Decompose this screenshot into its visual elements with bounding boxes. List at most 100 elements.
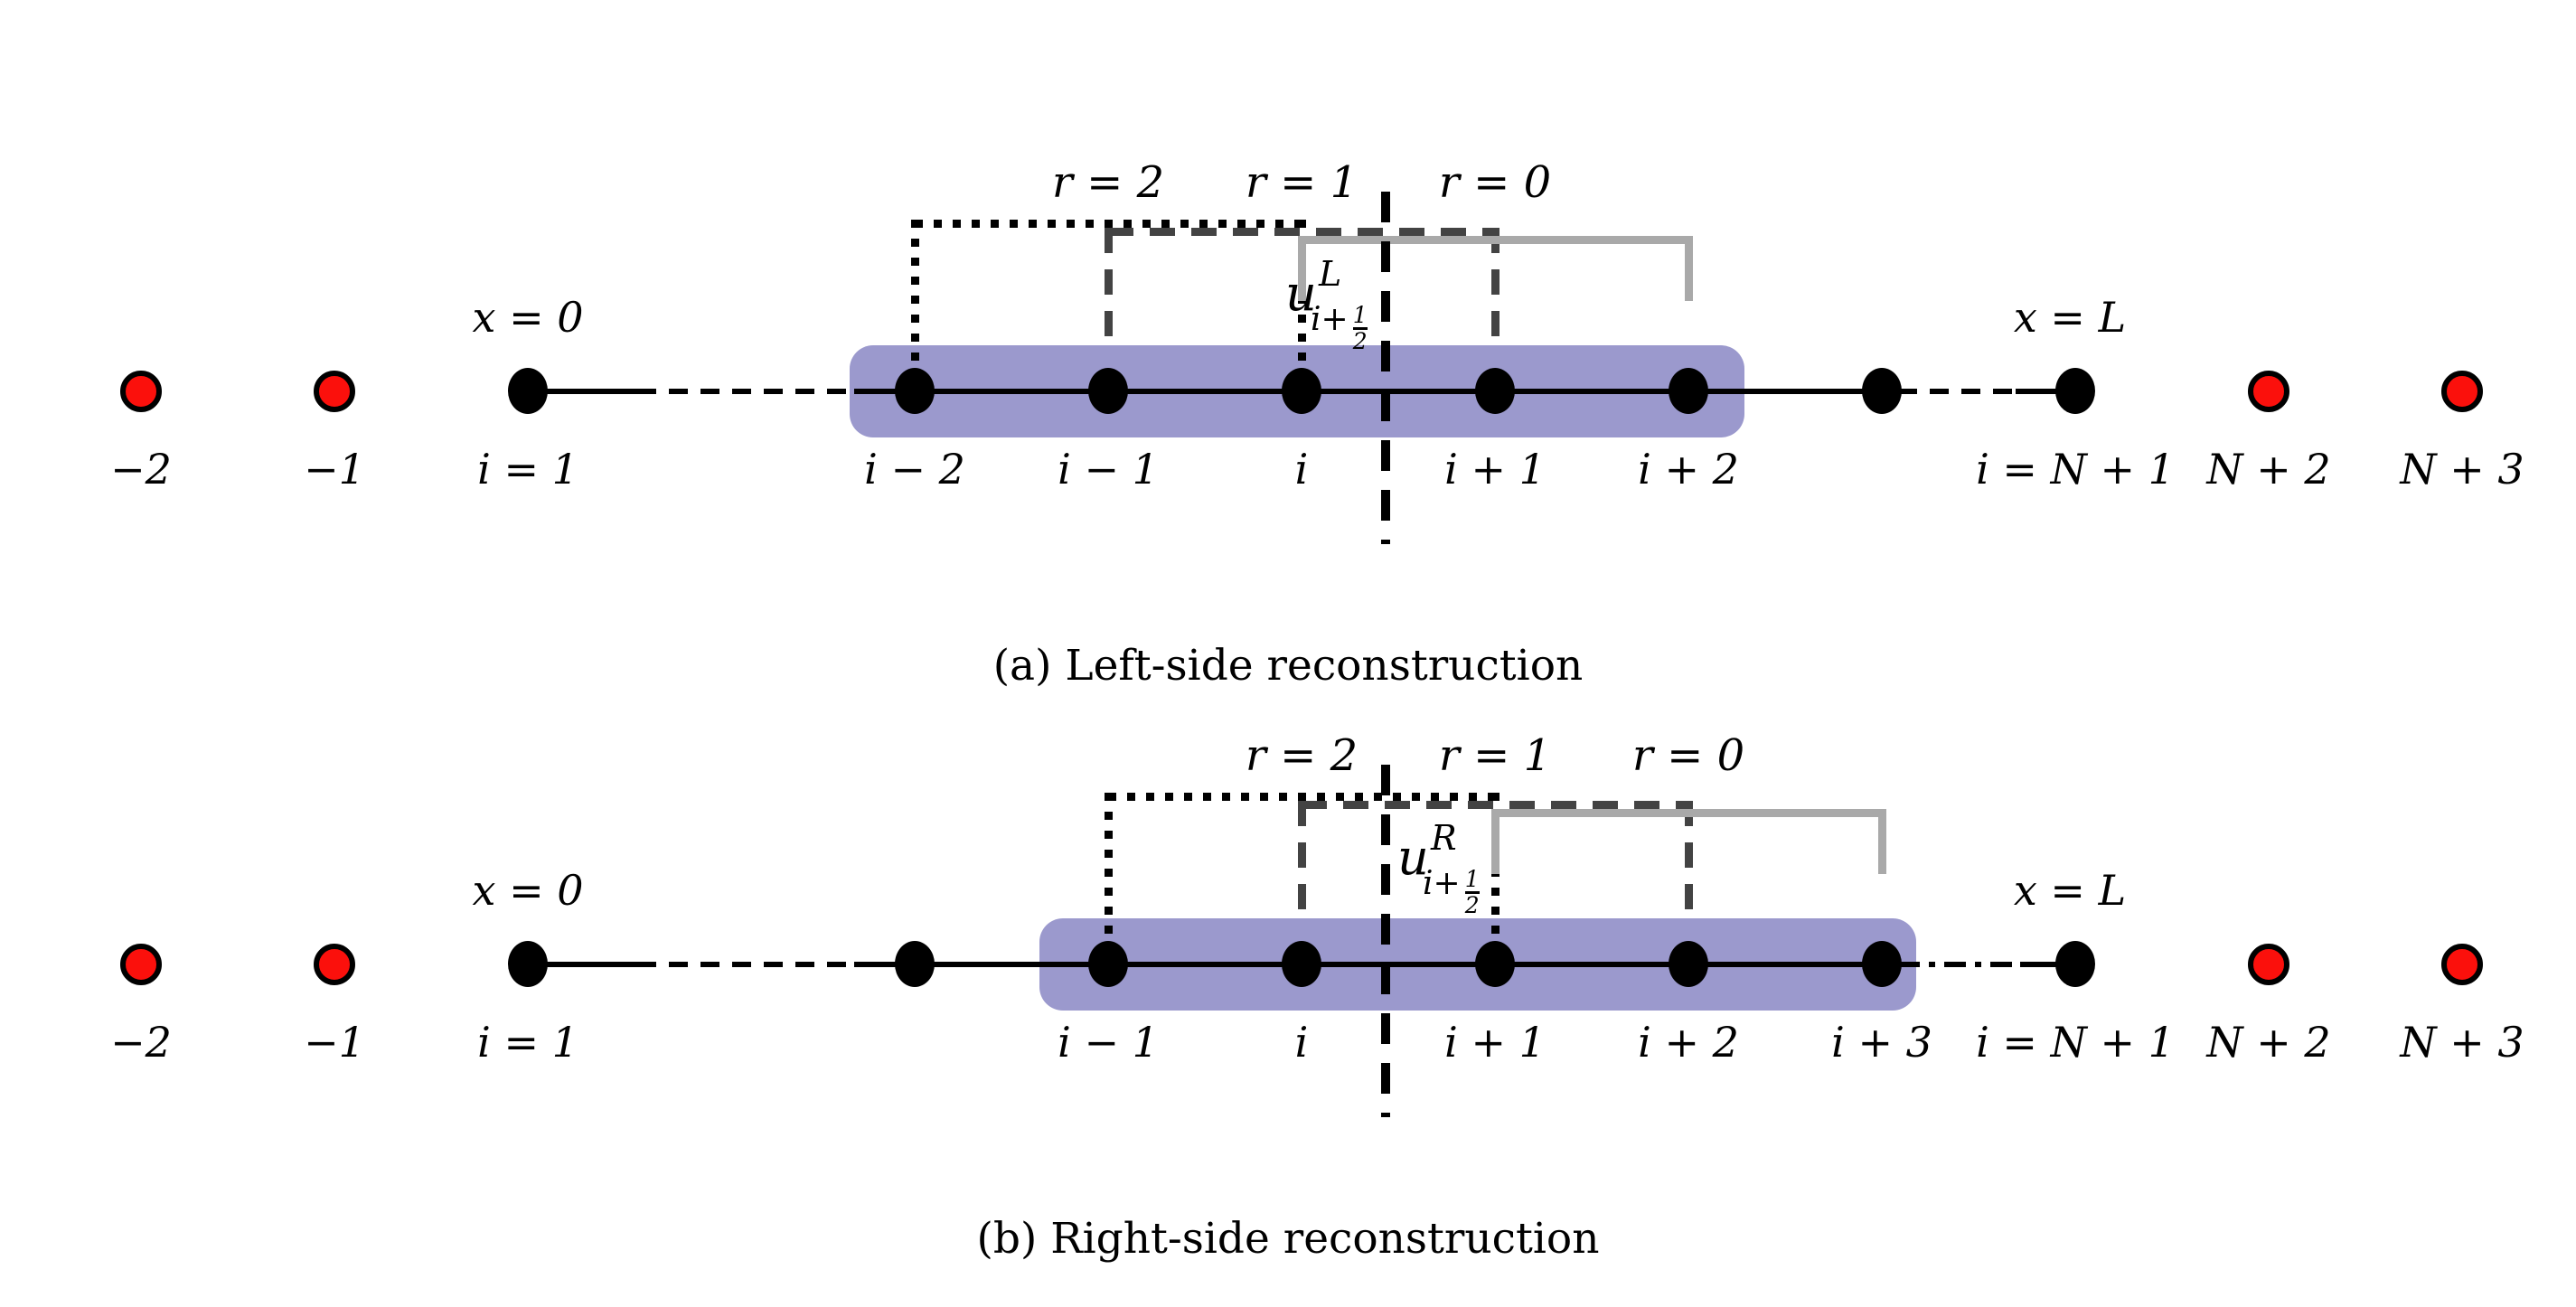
interface-value-superscript: L bbox=[1319, 254, 1342, 294]
node-label: i bbox=[1294, 445, 1309, 494]
grid-node bbox=[2055, 368, 2095, 414]
node-label: i = 1 bbox=[477, 1018, 578, 1067]
grid-node bbox=[1862, 941, 1902, 987]
node-label: N + 2 bbox=[2206, 445, 2331, 494]
stencil-r1-bracket-left-leg bbox=[1105, 228, 1113, 338]
node-label: i − 2 bbox=[864, 445, 965, 494]
domain-left-boundary-label: x = 0 bbox=[472, 293, 584, 342]
node-label: i + 2 bbox=[1638, 445, 1739, 494]
stencil-r2-bracket-right-leg bbox=[1491, 793, 1500, 964]
node-label: i + 2 bbox=[1638, 1018, 1739, 1067]
node-label: N + 2 bbox=[2206, 1018, 2331, 1067]
stencil-label-r0: r = 0 bbox=[1438, 157, 1552, 208]
domain-right-boundary-label: x = L bbox=[2013, 866, 2127, 915]
node-label: i − 1 bbox=[1058, 445, 1159, 494]
stencil-r2-bracket-top bbox=[915, 220, 1305, 228]
node-label: i = N + 1 bbox=[1976, 445, 2175, 494]
fraction-denominator: 2 bbox=[1352, 327, 1368, 355]
grid-line-segment bbox=[2016, 389, 2075, 394]
stencil-r0-bracket-top bbox=[1495, 809, 1885, 817]
node-label: i + 1 bbox=[1444, 1018, 1546, 1067]
grid-line-dashed-gap bbox=[637, 389, 854, 394]
ghost-node bbox=[2441, 944, 2483, 985]
grid-line-dashed-gap bbox=[637, 962, 854, 967]
grid-node bbox=[2055, 941, 2095, 987]
grid-node bbox=[895, 941, 935, 987]
ghost-node bbox=[2248, 944, 2289, 985]
caption-panel-b: (b) Right-side reconstruction bbox=[976, 1214, 1600, 1264]
node-label: i − 1 bbox=[1058, 1018, 1159, 1067]
grid-node bbox=[1282, 368, 1321, 414]
stencil-label-r2: r = 2 bbox=[1051, 157, 1165, 208]
node-label: −1 bbox=[304, 445, 365, 494]
grid-line-dashed-gap bbox=[1898, 389, 2016, 394]
grid-node bbox=[1475, 368, 1515, 414]
node-label: N + 3 bbox=[2400, 1018, 2524, 1067]
stencil-label-r1: r = 1 bbox=[1438, 730, 1552, 781]
stencil-r1-bracket-left-leg bbox=[1298, 801, 1306, 911]
grid-line-segment bbox=[528, 962, 637, 967]
grid-node bbox=[1088, 941, 1128, 987]
domain-right-boundary-label: x = L bbox=[2013, 293, 2127, 342]
grid-node bbox=[1088, 368, 1128, 414]
node-label: N + 3 bbox=[2400, 445, 2524, 494]
node-label: i + 1 bbox=[1444, 445, 1546, 494]
domain-left-boundary-label: x = 0 bbox=[472, 866, 584, 915]
stencil-r2-bracket-right-leg bbox=[1298, 220, 1306, 391]
stencil-r2-bracket-left-leg bbox=[1105, 793, 1113, 964]
fraction-denominator: 2 bbox=[1464, 891, 1480, 919]
grid-node bbox=[1669, 941, 1708, 987]
interface-value-superscript: R bbox=[1431, 818, 1457, 858]
stencil-r0-bracket-left-leg bbox=[1298, 236, 1306, 301]
grid-node bbox=[1282, 941, 1321, 987]
cell-interface-line bbox=[1381, 765, 1390, 1117]
node-label: i = N + 1 bbox=[1976, 1018, 2175, 1067]
node-label: i + 3 bbox=[1831, 1018, 1932, 1067]
node-label: −2 bbox=[110, 1018, 172, 1067]
interface-value-subscript-prefix: i+ bbox=[1423, 865, 1461, 902]
stencil-r1-bracket-top bbox=[1302, 801, 1692, 809]
grid-line-segment bbox=[854, 962, 1898, 967]
grid-node bbox=[508, 941, 548, 987]
ghost-node bbox=[2248, 371, 2289, 412]
ghost-node bbox=[314, 371, 355, 412]
grid-node bbox=[1669, 368, 1708, 414]
stencil-r0-bracket-top bbox=[1302, 236, 1692, 244]
fraction-numerator: 1 bbox=[1352, 302, 1368, 328]
grid-line-segment bbox=[2020, 962, 2075, 967]
caption-panel-a: (a) Left-side reconstruction bbox=[992, 641, 1584, 691]
grid-line-segment bbox=[854, 389, 1898, 394]
cell-interface-line bbox=[1381, 192, 1390, 544]
ghost-node bbox=[120, 371, 162, 412]
stencil-r1-bracket-top bbox=[1108, 228, 1499, 236]
ghost-node bbox=[120, 944, 162, 985]
grid-line-dashdot-gap bbox=[1898, 962, 2020, 967]
node-label: i = 1 bbox=[477, 445, 578, 494]
stencil-r1-bracket-right-leg bbox=[1491, 228, 1500, 338]
grid-node bbox=[1475, 941, 1515, 987]
grid-node bbox=[895, 368, 935, 414]
interface-value-subscript-prefix: i+ bbox=[1311, 301, 1349, 338]
grid-line-segment bbox=[528, 389, 637, 394]
stencil-r0-bracket-left-leg bbox=[1491, 809, 1500, 874]
node-label: −1 bbox=[304, 1018, 365, 1067]
stencil-r2-bracket-left-leg bbox=[911, 220, 919, 391]
interface-value-base: u bbox=[1285, 265, 1317, 322]
node-label: −2 bbox=[110, 445, 172, 494]
node-label: i bbox=[1294, 1018, 1309, 1067]
stencil-r0-bracket-right-leg bbox=[1685, 236, 1693, 301]
ghost-node bbox=[2441, 371, 2483, 412]
fraction-numerator: 1 bbox=[1464, 866, 1480, 892]
grid-node bbox=[1862, 368, 1902, 414]
grid-node bbox=[508, 368, 548, 414]
stencil-r1-bracket-right-leg bbox=[1685, 801, 1693, 911]
interface-value-base: u bbox=[1397, 829, 1429, 886]
stencil-label-r0: r = 0 bbox=[1631, 730, 1745, 781]
stencil-label-r2: r = 2 bbox=[1245, 730, 1359, 781]
